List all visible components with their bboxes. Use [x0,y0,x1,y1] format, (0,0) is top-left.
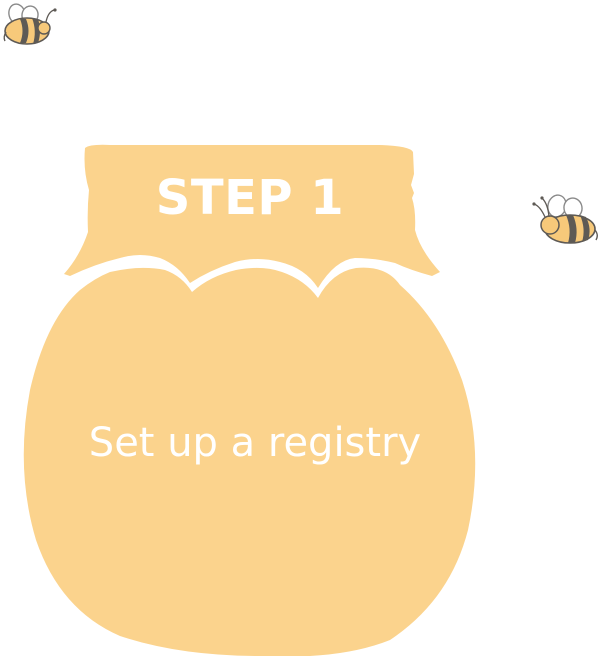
jar-lid [64,144,440,288]
step-description: Set up a registry [88,420,422,466]
bee-icon [532,194,598,244]
jar-body [23,267,476,656]
bee-icon [3,3,57,45]
step-title: STEP 1 [155,170,345,226]
